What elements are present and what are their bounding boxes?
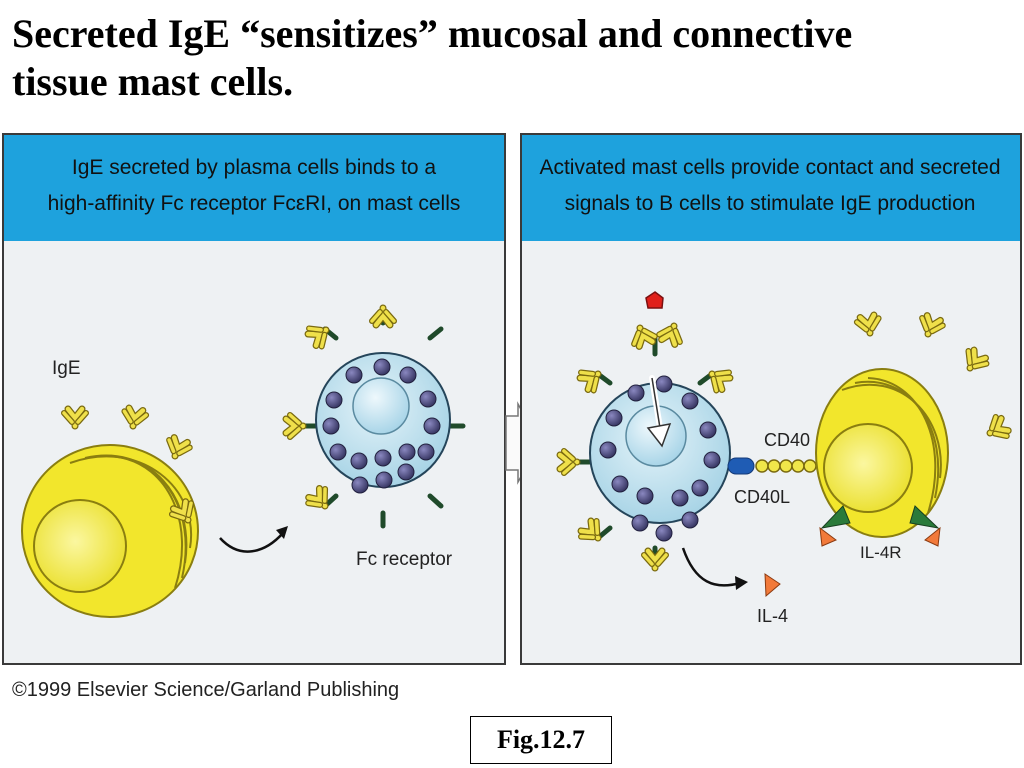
il4-bound [819, 526, 837, 547]
label-fc-receptor: Fc receptor [356, 549, 453, 570]
il4-bound [924, 526, 941, 547]
right-panel: Activated mast cells provide contact and… [520, 133, 1022, 665]
copyright-text: ©1999 Elsevier Science/Garland Publishin… [12, 679, 399, 701]
left-panel-header [4, 135, 504, 241]
label-cd40l: CD40L [734, 487, 790, 507]
slide-title-line-2: tissue mast cells. [12, 59, 294, 104]
secretion-arrow [681, 547, 741, 587]
right-panel-header [522, 135, 1020, 241]
figure-label: Fig.12.7 [470, 716, 612, 764]
figure: IgE secreted by plasma cells binds to a … [0, 128, 1024, 708]
label-il4r: IL-4R [860, 543, 902, 562]
plasma-cell [21, 444, 199, 618]
binding-arrow [219, 532, 284, 553]
binding-arrow-head [276, 526, 288, 539]
right-header-line-1: Activated mast cells provide contact and… [539, 156, 1000, 179]
cd40l-molecule [727, 457, 755, 475]
antigen-icon [645, 291, 664, 309]
activated-mast-cell [560, 291, 755, 568]
label-ige: IgE [52, 358, 81, 379]
il4-secreted [764, 573, 781, 598]
label-cd40: CD40 [764, 430, 810, 450]
slide-title: Secreted IgE “sensitizes” mucosal and co… [12, 10, 1012, 106]
left-header-line-1: IgE secreted by plasma cells binds to a [72, 156, 437, 179]
slide-title-line-1: Secreted IgE “sensitizes” mucosal and co… [12, 11, 853, 56]
il4r-receptor [820, 505, 851, 529]
right-header-line-2: signals to B cells to stimulate IgE prod… [565, 192, 976, 215]
il4r-receptor [909, 505, 940, 529]
left-panel: IgE secreted by plasma cells binds to a … [2, 133, 506, 665]
left-header-line-2: high-affinity Fc receptor FcεRI, on mast… [48, 192, 461, 215]
b-cell [815, 368, 949, 547]
secretion-arrow-head [735, 576, 748, 590]
label-il4: IL-4 [757, 606, 788, 626]
cd40-chain [755, 459, 817, 473]
mast-cell-left [286, 308, 466, 529]
